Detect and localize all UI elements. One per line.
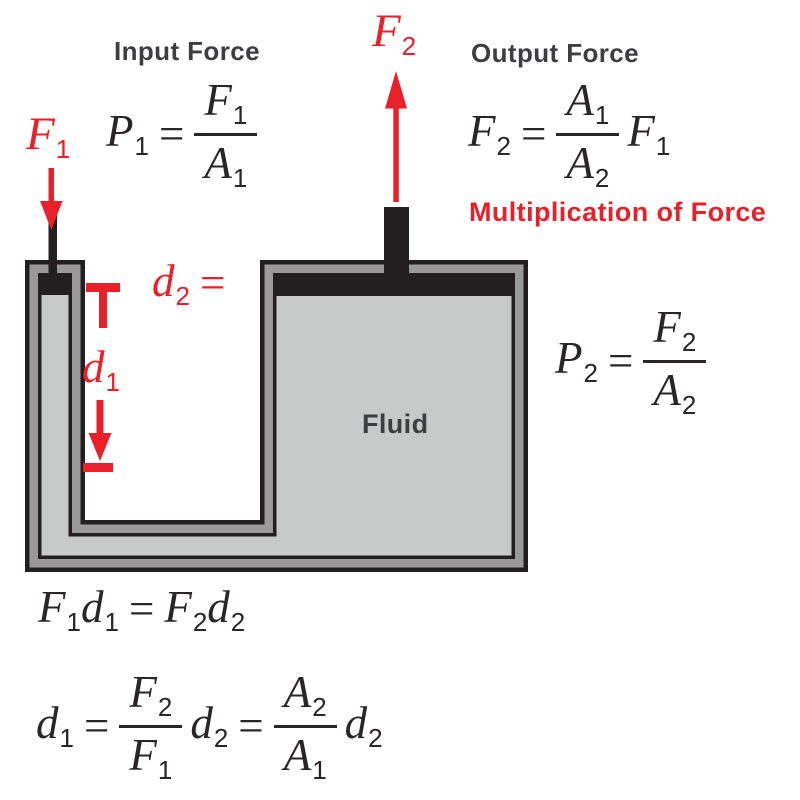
f2out-factor: F bbox=[627, 106, 655, 157]
dist-fraction-2-bar bbox=[273, 724, 337, 728]
d2-base: d bbox=[152, 256, 175, 306]
work-t2: d bbox=[80, 582, 104, 632]
p2-equals: = bbox=[607, 335, 634, 386]
p2-num-sub: 2 bbox=[681, 327, 697, 357]
p2-den-sub: 2 bbox=[681, 389, 697, 420]
work-t4: d bbox=[207, 582, 230, 632]
f2out-den-sub: 2 bbox=[594, 162, 610, 193]
dist-lhs: d bbox=[36, 698, 59, 749]
p2-fraction: F2 A2 bbox=[643, 302, 707, 421]
dist-f1-den: F bbox=[129, 729, 157, 780]
f1-arrow-icon bbox=[40, 168, 63, 230]
p2-fraction-bar bbox=[643, 359, 707, 363]
f1-base: F bbox=[26, 108, 55, 160]
f2out-factor-sub: 1 bbox=[655, 131, 671, 162]
dist-mid-sub: 2 bbox=[213, 723, 229, 754]
f2-output-formula: F2 = A1 A2 F1 bbox=[468, 75, 670, 194]
input-piston-rod bbox=[48, 210, 57, 276]
work-t2-sub: 1 bbox=[104, 607, 119, 637]
d1-symbol: d1 bbox=[82, 342, 120, 398]
f1-sub: 1 bbox=[55, 134, 71, 164]
dist-fraction-2: A2 A1 bbox=[273, 667, 337, 786]
dist-lhs-sub: 1 bbox=[59, 723, 74, 754]
work-t1-sub: 1 bbox=[66, 607, 81, 637]
work-t3-sub: 2 bbox=[192, 607, 208, 637]
p2-lhs: P bbox=[555, 333, 583, 384]
f1-symbol: F1 bbox=[26, 107, 70, 165]
output-piston bbox=[273, 273, 515, 296]
work-formula: F1 d1 = F2 d2 bbox=[38, 582, 245, 638]
dist-mid: d bbox=[190, 698, 213, 749]
output-force-label: Output Force bbox=[471, 38, 640, 68]
p2-formula: P2 = F2 A2 bbox=[555, 302, 707, 421]
f2out-num: A bbox=[566, 75, 594, 125]
dist-f1-den-sub: 1 bbox=[157, 754, 173, 785]
f2out-equals: = bbox=[520, 108, 547, 159]
dist-rhs-sub: 2 bbox=[368, 723, 383, 754]
input-force-label: Input Force bbox=[114, 36, 260, 66]
vessel-fluid bbox=[41, 276, 512, 556]
p1-den: A bbox=[204, 137, 232, 188]
dist-f2-num: A bbox=[283, 667, 312, 717]
p2-den: A bbox=[653, 364, 681, 415]
dist-equals-2: = bbox=[238, 700, 264, 751]
output-piston-rod bbox=[384, 207, 409, 277]
input-piston bbox=[38, 273, 72, 295]
p1-fraction: F1 A1 bbox=[194, 75, 258, 194]
d1-base: d bbox=[82, 342, 105, 392]
dist-f2-den: A bbox=[283, 729, 312, 780]
dist-fraction-1-bar bbox=[119, 724, 183, 728]
f2-symbol: F2 bbox=[372, 4, 416, 62]
f2out-num-sub: 1 bbox=[594, 100, 610, 130]
f2out-den: A bbox=[566, 137, 594, 188]
dist-fraction-1: F2 F1 bbox=[119, 667, 183, 786]
d1-sub: 1 bbox=[105, 367, 120, 397]
work-equals: = bbox=[128, 584, 155, 635]
p1-lhs-sub: 1 bbox=[134, 131, 149, 162]
f2-base: F bbox=[372, 5, 401, 57]
fluid-label: Fluid bbox=[362, 409, 429, 439]
dist-f2-den-sub: 1 bbox=[312, 754, 327, 785]
f2-sub: 2 bbox=[401, 31, 417, 61]
work-t1: F bbox=[38, 582, 66, 632]
p1-equals: = bbox=[158, 108, 185, 159]
p1-fraction-bar bbox=[194, 132, 258, 136]
p1-lhs: P bbox=[106, 106, 134, 157]
dist-f1-num-sub: 2 bbox=[157, 692, 173, 722]
dist-f1-num: F bbox=[129, 667, 157, 717]
p2-lhs-sub: 2 bbox=[583, 358, 598, 389]
p2-num: F bbox=[653, 302, 681, 352]
d2-sub: 2 bbox=[175, 281, 190, 311]
f2out-fraction: A1 A2 bbox=[556, 75, 620, 194]
multiplication-of-force-label: Multiplication of Force bbox=[469, 197, 767, 227]
distance-formula: d1 = F2 F1 d2 = A2 A1 d2 bbox=[36, 667, 383, 786]
d1-measure-icon bbox=[83, 283, 120, 472]
d2-equals: = bbox=[199, 258, 226, 309]
p1-den-sub: 1 bbox=[232, 162, 248, 193]
work-t3: F bbox=[164, 582, 192, 632]
p1-num-sub: 1 bbox=[232, 100, 248, 130]
f2-arrow-icon bbox=[385, 71, 407, 202]
dist-rhs: d bbox=[344, 698, 368, 749]
d2-symbol: d2 = bbox=[152, 256, 235, 312]
f2out-fraction-bar bbox=[556, 132, 620, 136]
dist-f2-num-sub: 2 bbox=[312, 692, 327, 722]
p1-num: F bbox=[204, 75, 232, 125]
f2out-lhs: F bbox=[468, 106, 496, 157]
f2out-lhs-sub: 2 bbox=[496, 131, 511, 162]
dist-equals-1: = bbox=[83, 700, 110, 751]
work-t4-sub: 2 bbox=[230, 607, 246, 637]
p1-formula: P1 = F1 A1 bbox=[106, 75, 258, 194]
